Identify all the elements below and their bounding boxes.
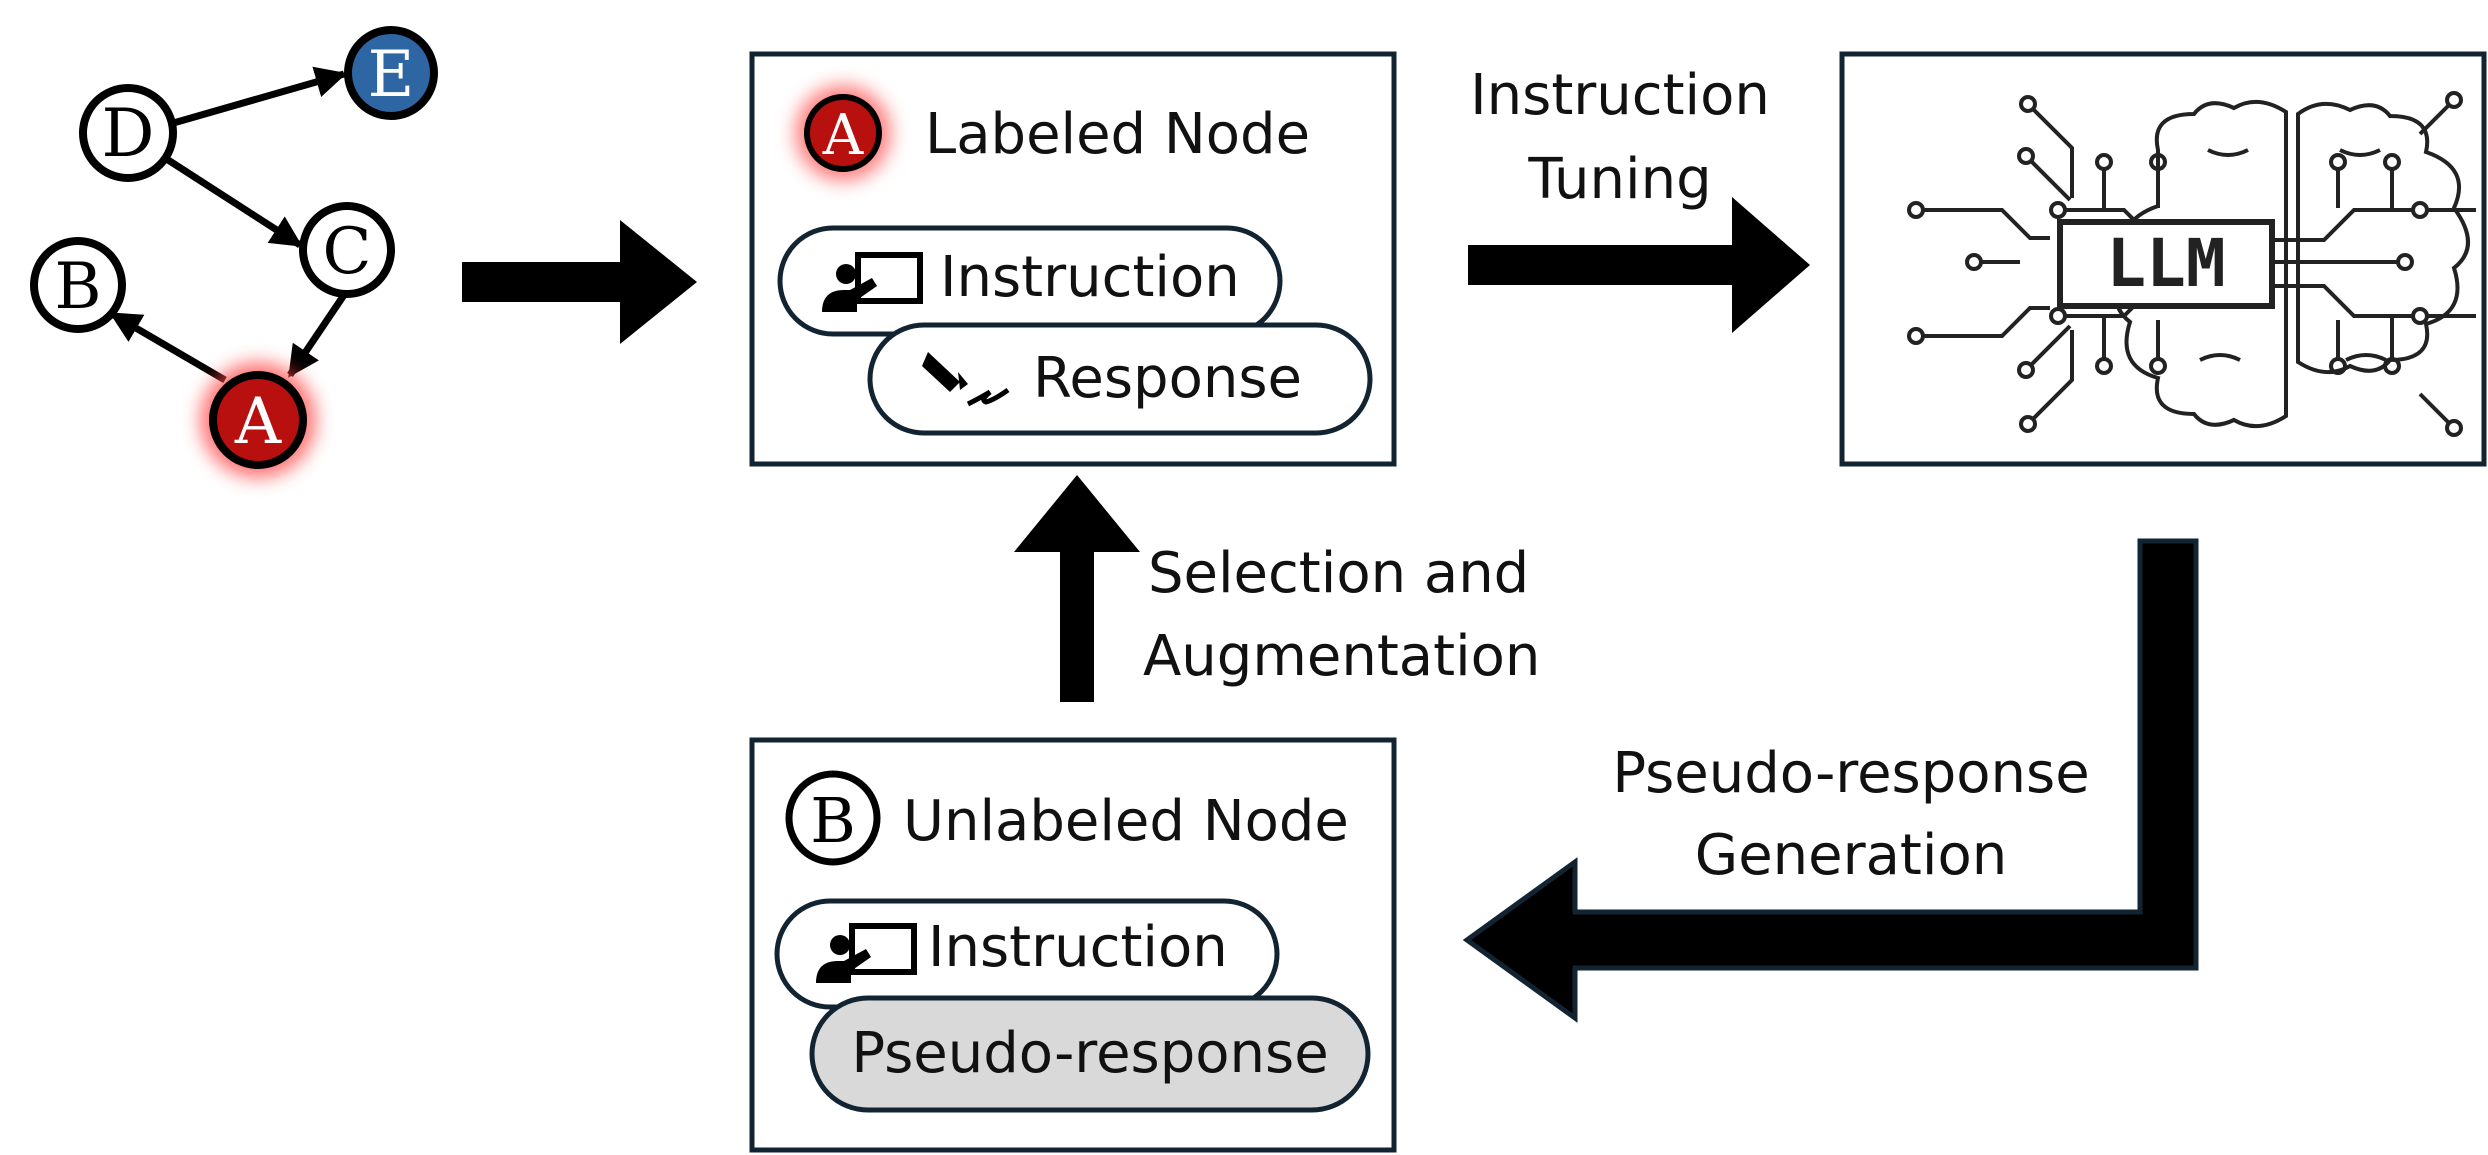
edge-d-c [163, 155, 303, 248]
llm-chip-label: LLM [2106, 225, 2225, 302]
graph-node-c: C [299, 202, 395, 298]
teacher-board-icon [816, 923, 917, 983]
labeled-node-badge: A [795, 85, 891, 181]
unlabeled-instruction-label: Instruction [928, 915, 1228, 980]
response-pill: Response [867, 322, 1373, 436]
arrow-labeled-to-llm [1468, 197, 1810, 333]
pseudo-response-label: Pseudo-response [851, 1021, 1328, 1086]
brain-circuit-icon [1907, 91, 2476, 437]
graph: D E C B A [30, 26, 438, 478]
graph-node-d: D [79, 84, 177, 182]
edge-c-a [287, 293, 347, 378]
labeled-node-box: A Labeled Node Instruction Response [749, 51, 1397, 467]
instruction-label: Instruction [940, 245, 1240, 310]
arrow-llm-to-unlabeled [1462, 538, 2199, 1023]
llm-chip [2057, 219, 2275, 309]
pen-icon [922, 352, 1010, 407]
unlabeled-node-box: B Unlabeled Node Instruction Pseudo-resp… [749, 737, 1397, 1153]
teacher-board-icon [822, 252, 923, 312]
unlabeled-node-badge-letter: B [810, 784, 856, 857]
selection-label-line1: Selection and [1148, 541, 1529, 606]
response-label: Response [1033, 346, 1302, 411]
labeled-node-title: Labeled Node [925, 102, 1310, 167]
edge-a-b [109, 310, 227, 384]
tuning-label-line1: Instruction [1470, 63, 1770, 128]
graph-node-a: A [200, 362, 316, 478]
arrow-graph-to-labeled [462, 220, 697, 344]
tuning-label-line2: Tuning [1527, 147, 1711, 212]
edge-d-e [169, 66, 348, 128]
graph-node-e: E [344, 26, 438, 120]
node-label-d: D [102, 95, 155, 172]
pseudo-generation-label-line2: Generation [1695, 823, 2007, 888]
arrow-unlabeled-to-labeled [1014, 475, 1140, 702]
pseudo-response-pill: Pseudo-response [809, 995, 1371, 1113]
graph-node-b: B [30, 237, 126, 333]
labeled-node-badge-letter: A [822, 103, 864, 168]
unlabeled-instruction-pill: Instruction [774, 898, 1280, 1010]
node-label-e: E [368, 38, 415, 112]
instruction-pill: Instruction [777, 225, 1283, 337]
node-label-c: C [323, 215, 372, 289]
node-label-a: A [234, 385, 282, 459]
node-label-b: B [54, 250, 101, 324]
pseudo-generation-label-line1: Pseudo-response [1612, 741, 2089, 806]
unlabeled-node-badge: B [785, 770, 881, 866]
unlabeled-node-title: Unlabeled Node [903, 789, 1349, 854]
llm-box: LLM [1839, 51, 2487, 467]
selection-label-line2: Augmentation [1143, 624, 1540, 689]
